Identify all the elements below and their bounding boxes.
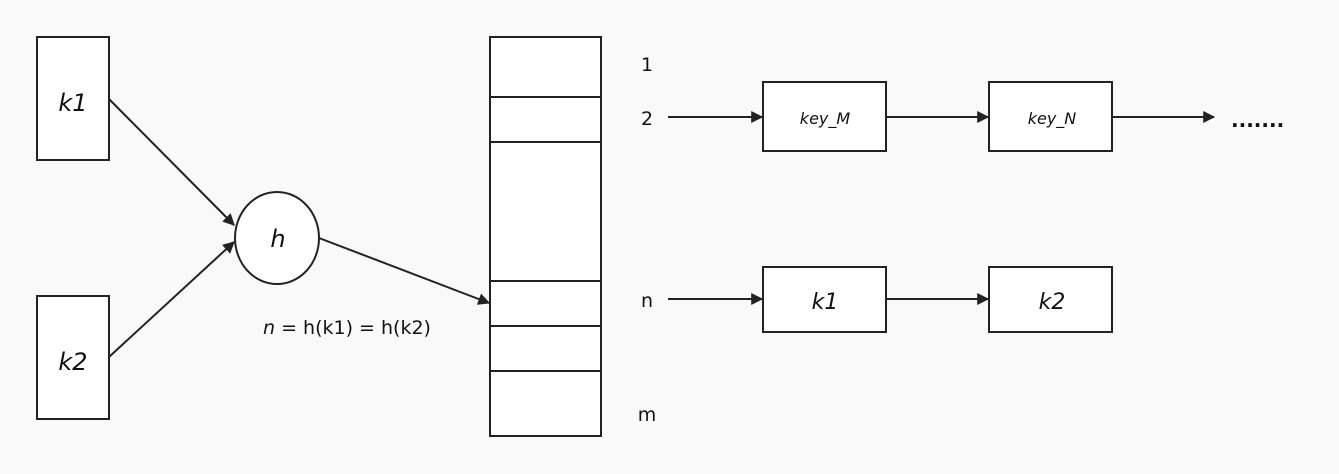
chain-node-k2: k2 — [988, 266, 1113, 333]
input-key-k2-label: k2 — [58, 348, 87, 376]
chain-node-key-m: key_M — [762, 81, 887, 152]
input-key-k1-label: k1 — [58, 89, 87, 117]
chain-node-k2-box — [988, 266, 1113, 333]
collision-formula: n = h(k1) = h(k2) — [263, 317, 431, 339]
arrow-hash-to-table — [318, 237, 491, 305]
formula-variable: n — [263, 317, 275, 339]
hash-table — [489, 36, 602, 437]
index-label-2: 2 — [641, 108, 653, 130]
chain-node-k2-label: k2 — [1039, 290, 1066, 315]
index-label-n: n — [641, 290, 653, 312]
chain-node-k1-label: k1 — [812, 290, 839, 315]
index-label-1: 1 — [641, 54, 653, 76]
arrow-k1-to-hash — [108, 98, 235, 226]
hash-function-label: h — [270, 225, 285, 253]
input-key-k2: k2 — [36, 295, 110, 420]
hash-table-frame — [489, 36, 602, 437]
chain-node-key-n-box — [988, 81, 1113, 152]
index-label-m: m — [638, 404, 657, 426]
chain-ellipsis: ....... — [1231, 108, 1284, 132]
chain-node-key-n: key_N — [988, 81, 1113, 152]
chain-node-key-m-label: key_M — [800, 109, 851, 129]
chain-node-k1: k1 — [762, 266, 887, 333]
arrow-k2-to-hash — [108, 241, 235, 358]
input-key-k1: k1 — [36, 36, 110, 161]
input-key-k2-box — [36, 295, 110, 420]
formula-expression: = h(k1) = h(k2) — [275, 317, 431, 339]
chain-node-key-m-box — [762, 81, 887, 152]
chain-node-key-n-label: key_N — [1028, 109, 1077, 129]
input-key-k1-box — [36, 36, 110, 161]
chain-node-k1-box — [762, 266, 887, 333]
hash-function-node: h — [234, 191, 320, 285]
